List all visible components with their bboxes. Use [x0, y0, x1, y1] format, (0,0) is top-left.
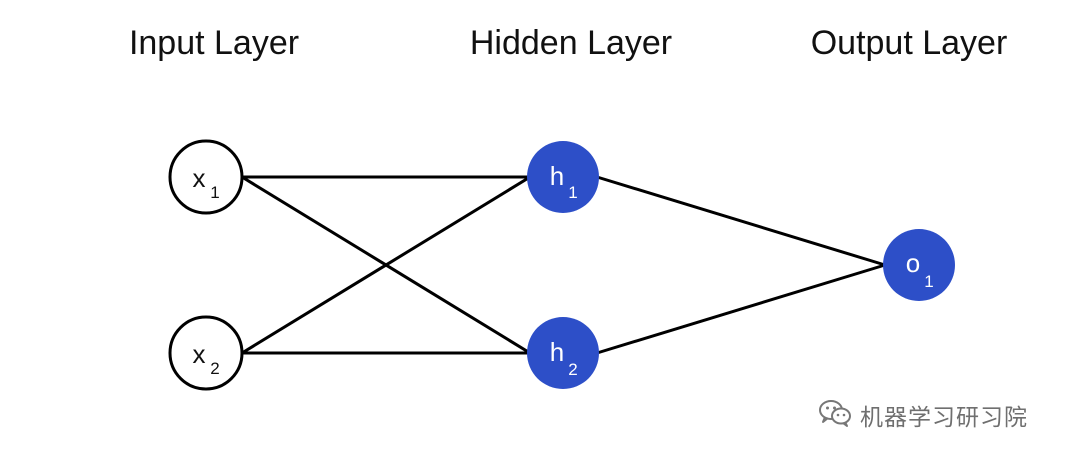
node-h2: h 2 [527, 317, 599, 389]
node-h2-circle [527, 317, 599, 389]
node-x2-subscript: 2 [210, 359, 219, 378]
output-layer-title: Output Layer [811, 24, 1008, 62]
connection-lines [241, 175, 886, 355]
node-o1-subscript: 1 [924, 272, 933, 291]
edge-h2-o1 [596, 263, 886, 355]
edge-h1-o1 [596, 175, 886, 267]
node-x1-subscript: 1 [210, 183, 219, 202]
watermark-text: 机器学习研习院 [860, 405, 1028, 431]
node-h2-subscript: 2 [568, 360, 577, 379]
node-x1-circle [168, 139, 244, 215]
node-x2: x 2 [168, 315, 244, 391]
node-o1-circle [883, 229, 955, 301]
node-x1: x 1 [168, 139, 244, 215]
node-o1: o 1 [883, 229, 955, 301]
node-h1-subscript: 1 [568, 183, 577, 202]
node-h2-label: h [550, 337, 564, 367]
node-h1-circle [527, 141, 599, 213]
node-x2-circle [168, 315, 244, 391]
watermark: 机器学习研习院 [818, 398, 1028, 432]
input-layer-title: Input Layer [129, 24, 299, 62]
wechat-icon [818, 398, 852, 433]
node-x1-label: x [193, 163, 206, 193]
hidden-layer-title: Hidden Layer [470, 24, 672, 62]
node-h1: h 1 [527, 141, 599, 213]
node-x2-label: x [193, 339, 206, 369]
node-h1-label: h [550, 161, 564, 191]
edge-x2-h1 [241, 175, 531, 355]
node-o1-label: o [906, 248, 920, 278]
